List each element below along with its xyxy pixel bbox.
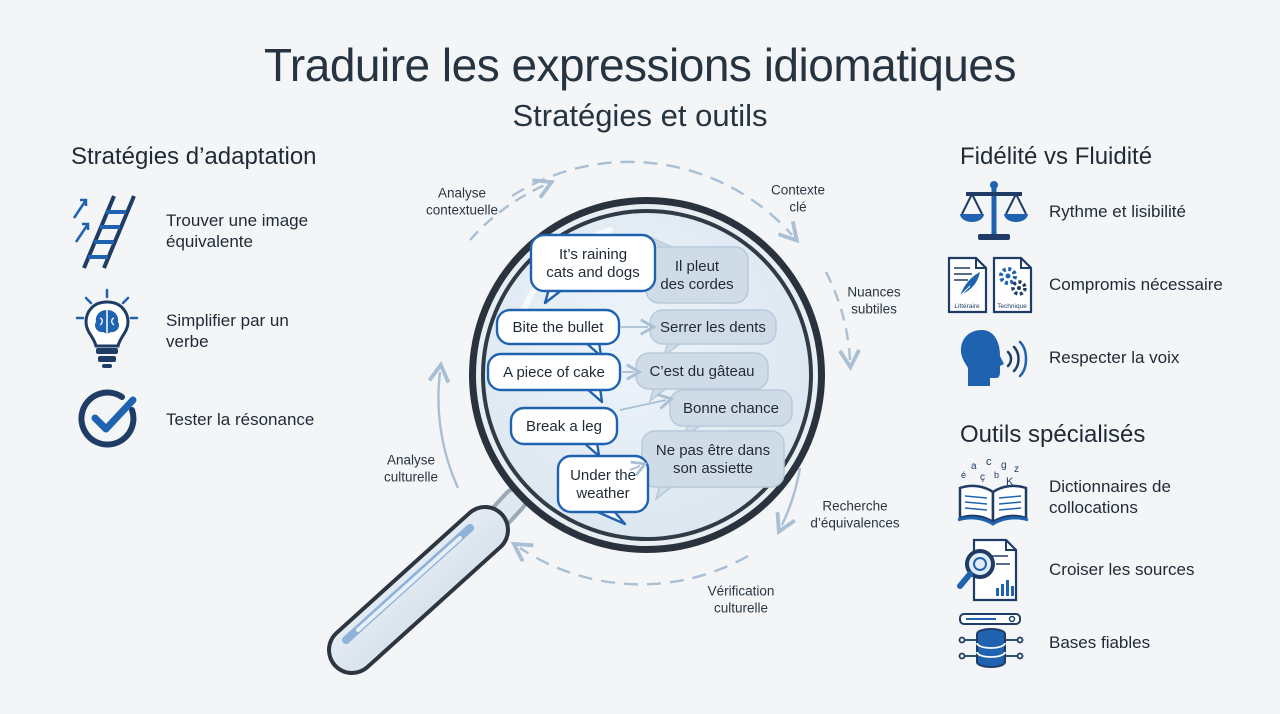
cycle-arc-top-left [469,178,556,241]
cycle-step-0-line-1: contextuelle [426,203,498,218]
database-icon [956,612,1026,677]
en-bubble-1-line-0: Bite the bullet [513,319,605,336]
cycle-step-3-line-1: d’équivalences [810,516,900,531]
tools-databases-text: Bases fiables [1049,633,1151,652]
dict-letter-e: é [961,470,966,480]
en-bubble-3-line-0: Break a leg [526,418,602,435]
cycle-arc-bottom [510,541,749,586]
cycle-arc-left [427,361,460,489]
cycle-step-0: Analyse contextuelle [426,186,498,218]
strategy-test-text: Tester la résonance [166,410,315,429]
cycle-step-5-line-0: Analyse [387,453,435,468]
dict-letter-c: c [986,456,992,468]
dict-letter-b: b [994,470,999,480]
cycle-step-4: Vérification culturelle [708,584,775,616]
fr-bubble-0-line-1: des cordes [660,276,733,293]
cycle-arc-right [824,271,861,372]
fidelity-voice-text: Respecter la voix [1049,348,1180,367]
cycle-step-2-line-0: Nuances [847,285,901,300]
en-bubble-4-line-1: weather [575,485,629,502]
dict-letter-k: K [1006,476,1014,488]
fr-bubble-1: Serrer les dents [649,309,777,359]
cycle-step-3: Recherche d’équivalences [810,499,900,531]
speaking-head-icon [958,328,1028,393]
cycle-step-1: Contexte clé [771,183,825,215]
cycle-arc-right-low [775,467,802,536]
dict-letter-a: a [971,461,977,472]
page-title: Traduire les expressions idiomatiques [264,39,1016,91]
adaptation-heading: Stratégies d’adaptation [71,143,317,170]
tools-cross-sources-text: Croiser les sources [1049,560,1195,579]
fr-bubble-0-line-0: Il pleut [675,258,720,275]
en-bubble-2-line-0: A piece of cake [503,364,605,381]
cycle-step-1-line-1: clé [789,200,806,215]
dict-letter-g: g [1001,460,1007,471]
pair-connector-2 [619,393,675,411]
cycle-step-1-line-0: Contexte [771,183,825,198]
technique-label: Technique [997,303,1027,310]
fr-bubble-4-line-1: son assiette [673,460,753,477]
fidelity-compromise-text: Compromis nécessaire [1049,275,1223,294]
checkmark-circle-icon [78,388,140,455]
document-search-icon [956,536,1026,607]
cycle-step-5: Analyse culturelle [384,453,438,485]
documents-icon: Littéraire Technique [946,254,1036,321]
strategy-verb-text: Simplifier par un verbe [166,311,289,351]
scales-icon [958,180,1030,247]
dict-letter-c2: ç [980,472,985,483]
litteraire-label: Littéraire [954,303,980,310]
en-bubble-0-line-0: It’s raining [559,246,627,263]
cycle-step-3-line-0: Recherche [822,499,887,514]
cycle-step-4-line-1: culturelle [714,601,768,616]
fr-bubble-3-line-0: Bonne chance [683,400,779,417]
ladder-icon [70,190,142,277]
pair-connector-3 [629,460,648,477]
en-bubble-0-line-1: cats and dogs [546,264,639,281]
dict-letter-z: z [1014,464,1019,475]
cycle-step-2: Nuances subtiles [847,285,901,317]
fr-bubble-3: Bonne chance [669,389,793,441]
cycle-arc-top [511,160,800,244]
brain-bulb-icon [74,288,140,375]
fr-bubble-2: C’est du gâteau [635,352,769,404]
strategy-image-text: Trouver une image équivalente [166,211,309,251]
en-bubble-3: Break a leg [509,406,619,458]
page-subtitle: Stratégies et outils [512,98,768,133]
cycle-step-0-line-0: Analyse [438,186,486,201]
cycle-arrows [427,160,861,586]
tools-dictionary-text: Dictionnaires de collocations [1049,477,1171,517]
en-bubble-1: Bite the bullet [495,308,621,358]
cycle-step-4-line-0: Vérification [708,584,775,599]
en-bubble-2: A piece of cake [486,352,622,404]
fr-bubble-2-line-0: C’est du gâteau [649,363,754,380]
cycle-step-2-line-1: subtiles [851,302,897,317]
fr-bubble-4-line-0: Ne pas être dans [656,442,770,459]
cycle-step-5-line-1: culturelle [384,470,438,485]
fidelity-heading: Fidélité vs Fluidité [960,143,1153,170]
fidelity-rhythm-text: Rythme et lisibilité [1049,202,1186,221]
dictionary-icon: a c g z é ç b K [956,456,1030,531]
en-bubble-4-line-0: Under the [570,467,636,484]
tools-heading: Outils spécialisés [960,421,1146,448]
fr-bubble-1-line-0: Serrer les dents [660,319,766,336]
magnifier-handle [327,487,528,675]
